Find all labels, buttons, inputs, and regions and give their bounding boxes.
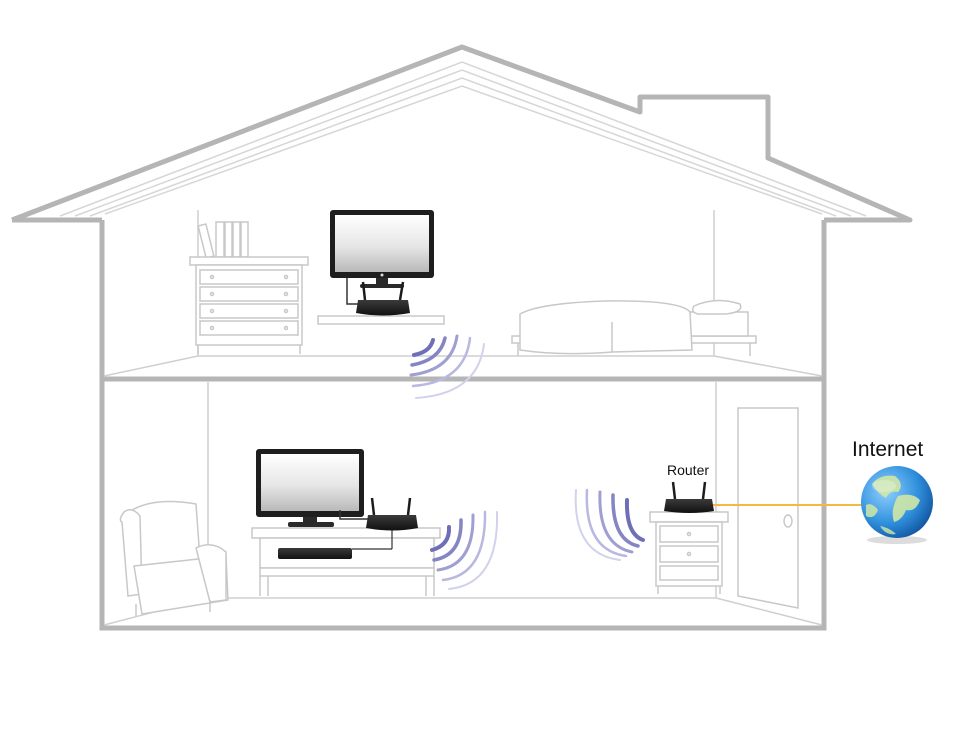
- upstairs-monitor: [330, 210, 434, 304]
- wifi-waves-router: [576, 490, 643, 560]
- bed: [512, 300, 756, 356]
- tv: [256, 449, 368, 527]
- wifi-waves-upstairs: [411, 336, 484, 398]
- nightstand: [650, 512, 728, 594]
- door: [738, 408, 798, 608]
- router-label: Router: [667, 462, 709, 478]
- books: [198, 222, 248, 258]
- desk-shelf: [318, 316, 444, 324]
- internet-label: Internet: [852, 438, 923, 461]
- downstairs-wifi-extender: [366, 498, 418, 531]
- roof-inner-lines: [60, 62, 866, 216]
- wifi-waves-downstairs: [432, 512, 497, 589]
- armchair: [120, 502, 228, 616]
- tv-stand: [252, 528, 440, 596]
- globe-icon: [861, 466, 933, 544]
- router: [664, 482, 714, 513]
- dresser: [190, 222, 308, 354]
